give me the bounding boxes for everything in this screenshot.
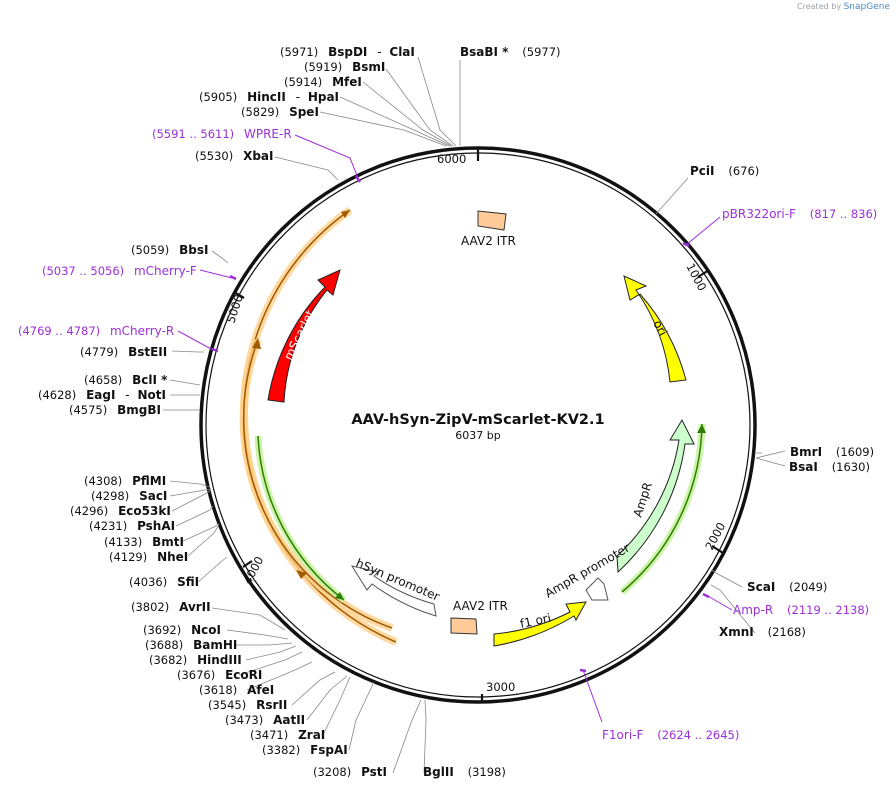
ori-label: ori <box>650 318 670 338</box>
orange-track-group <box>239 206 398 646</box>
f1-ori-feature <box>493 601 587 647</box>
enzyme-bsteii: (4779) BstEII <box>80 345 167 359</box>
snapgene-logo: Created by SnapGene <box>797 2 890 12</box>
aav2-itr-top-feature <box>477 210 507 231</box>
primer-mcherryf: (5037 .. 5056) mCherry-F <box>42 264 197 278</box>
aav2-itr-bottom-label: AAV2 ITR <box>453 599 508 613</box>
primer-pbr322: pBR322ori-F (817 .. 836) <box>722 207 877 221</box>
enzyme-sfii: (4036) SfiI <box>129 575 199 589</box>
primer-wpre: (5591 .. 5611) WPRE-R <box>152 127 292 141</box>
enzyme-bmri: BmrI (1609) <box>790 445 874 459</box>
enzyme-hindiii: (3682) HindIII <box>149 653 242 667</box>
enzyme-bmti: (4133) BmtI <box>104 535 184 549</box>
tick-label-3000: 3000 <box>486 680 515 694</box>
enzyme-hincii: (5905) HincII - HpaI <box>199 90 339 104</box>
primer-mcherryr: (4769 .. 4787) mCherry-R <box>18 324 174 338</box>
enzyme-ecori: (3676) EcoRI <box>177 668 262 682</box>
enzyme-saci: (4298) SacI <box>91 489 167 503</box>
enzyme-bsmi: (5919) BsmI <box>304 60 385 74</box>
enzyme-bamhi: (3688) BamHI <box>145 638 237 652</box>
enzyme-pcii: PciI (676) <box>690 164 759 178</box>
enzyme-bcli: (4658) BclI * <box>84 373 168 387</box>
enzyme-zrai: (3471) ZraI <box>250 728 325 742</box>
hsyn-promoter-feature <box>350 565 437 617</box>
aav2-itr-bottom-feature <box>450 617 478 635</box>
enzyme-bmgbi: (4575) BmgBI <box>69 403 161 417</box>
enzyme-fspai: (3382) FspAI <box>262 743 348 757</box>
enzyme-aatii: (3473) AatII <box>225 713 305 727</box>
enzyme-bspdi-name: BspDI <box>328 45 367 59</box>
aav2-itr-top-label: AAV2 ITR <box>461 234 516 248</box>
enzyme-mfei: (5914) MfeI <box>284 75 362 89</box>
enzyme-xbai: (5530) XbaI <box>195 149 273 163</box>
primer-labels: (5591 .. 5611) WPRE-R pBR322ori-F (817 .… <box>18 127 877 742</box>
primer-f1ori: F1ori-F (2624 .. 2645) <box>602 728 739 742</box>
enzyme-xmni: XmnI (2168) <box>719 625 806 639</box>
enzyme-bspdi-extra: ClaI <box>389 45 414 59</box>
tick-label-5000: 5000 <box>224 293 246 325</box>
enzyme-afei: (3618) AfeI <box>199 683 274 697</box>
f1-ori-label: f1 ori <box>519 611 553 631</box>
enzyme-spei: (5829) SpeI <box>241 105 319 119</box>
enzyme-bbsi: (5059) BbsI <box>131 243 208 257</box>
primer-leader-lines <box>177 134 733 723</box>
plasmid-name: AAV-hSyn-ZipV-mScarlet-KV2.1 <box>351 412 604 428</box>
ampr-label: AmpR <box>631 480 655 518</box>
mscarlet-feature <box>267 269 341 403</box>
logo-brand: SnapGene <box>843 2 890 12</box>
enzyme-nhei: (4129) NheI <box>109 550 188 564</box>
enzyme-psti: (3208) PstI <box>313 765 387 779</box>
logo-prefix: Created by <box>797 2 842 11</box>
enzyme-labels: (5971) BspDI - ClaI (5919) BsmI (5914) M… <box>38 45 874 779</box>
enzyme-eagi: (4628) EagI - NotI <box>38 388 166 402</box>
enzyme-bsai: BsaI (1630) <box>789 460 870 474</box>
tick-marks <box>233 148 724 702</box>
enzyme-bspdi: (5971) BspDI - ClaI <box>280 45 415 59</box>
enzyme-bspdi-pos: (5971) <box>280 45 318 59</box>
leader-lines <box>163 56 786 774</box>
ampr-promoter-feature <box>585 577 609 601</box>
tick-label-4000: 4000 <box>240 554 266 586</box>
plasmid-length: 6037 bp <box>455 429 500 442</box>
mscarlet-label: mScarlet <box>281 308 317 363</box>
primer-ampr: Amp-R (2119 .. 2138) <box>733 603 869 617</box>
green-track-group <box>254 423 706 603</box>
enzyme-bglii: BglII (3198) <box>423 765 506 779</box>
enzyme-eco53ki: (4296) Eco53kI <box>70 504 171 518</box>
ori-feature <box>623 275 687 383</box>
enzyme-rsrii: (3545) RsrII <box>208 698 287 712</box>
enzyme-bsabi: BsaBI * (5977) <box>460 45 561 59</box>
enzyme-scai: ScaI (2049) <box>747 580 827 594</box>
enzyme-ncoi: (3692) NcoI <box>143 623 221 637</box>
ampr-feature <box>616 418 695 574</box>
enzyme-avrii: (3802) AvrII <box>131 600 211 614</box>
tick-label-6000: 6000 <box>437 152 466 166</box>
enzyme-pflmi: (4308) PflMI <box>84 474 166 488</box>
enzyme-pshai: (4231) PshAI <box>89 519 175 533</box>
